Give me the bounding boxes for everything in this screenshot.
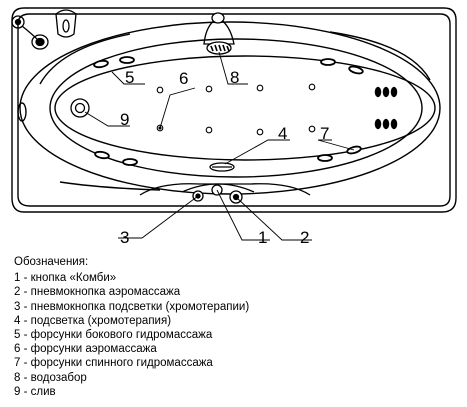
legend-item: 2 - пневмокнопка аэромассажа (14, 286, 181, 299)
right-armrest-ridge (329, 31, 431, 81)
drain (70, 98, 90, 118)
bathtub-diagram: 5 6 8 9 4 7 3 1 2 (11, 7, 457, 247)
water-intake (203, 12, 235, 55)
overflow-left (17, 102, 27, 122)
bottom-ridge (59, 181, 161, 191)
side-hydromassage-jets (93, 56, 364, 166)
bowl-middle-contour (49, 38, 423, 178)
legend-item: 4 - подсветка (хромотерапия) (14, 314, 172, 327)
callout-4: 4 (278, 124, 287, 143)
callout-3: 3 (120, 228, 129, 247)
leader-lines (84, 51, 355, 241)
callout-6: 6 (179, 69, 188, 88)
faucet (11, 9, 77, 50)
legend-item: 9 - слив (14, 385, 56, 398)
legend-heading: Обозначения: (14, 256, 89, 268)
legend-list: 1 - кнопка «Комби» 2 - пневмокнопка аэро… (14, 271, 454, 399)
legend-item: 6 - форсунки аэромассажа (14, 343, 157, 356)
legend-item: 3 - пневмокнопка подсветки (хромотерапии… (14, 300, 250, 313)
legend-item: 7 - форсунки спинного гидромассажа (14, 357, 213, 370)
legend-item: 1 - кнопка «Комби» (14, 272, 117, 285)
tub-outer-rim (11, 7, 457, 213)
bowl-floor-contour (54, 55, 436, 161)
back-hydromassage-jets (374, 86, 398, 130)
left-armrest-ridge (39, 33, 131, 85)
callout-2: 2 (300, 228, 309, 247)
bowl-outer-contour (19, 21, 441, 195)
callout-1: 1 (258, 228, 267, 247)
legend-item: 8 - водозабор (14, 371, 87, 384)
chromotherapy-light (209, 162, 235, 172)
callout-9: 9 (120, 110, 129, 129)
legend-item: 5 - форсунки бокового гидромассажа (14, 329, 213, 342)
callout-7: 7 (320, 124, 329, 143)
callout-5: 5 (125, 68, 134, 87)
callout-8: 8 (230, 68, 239, 87)
legend: Обозначения: 1 - кнопка «Комби» 2 - пнев… (14, 255, 454, 399)
